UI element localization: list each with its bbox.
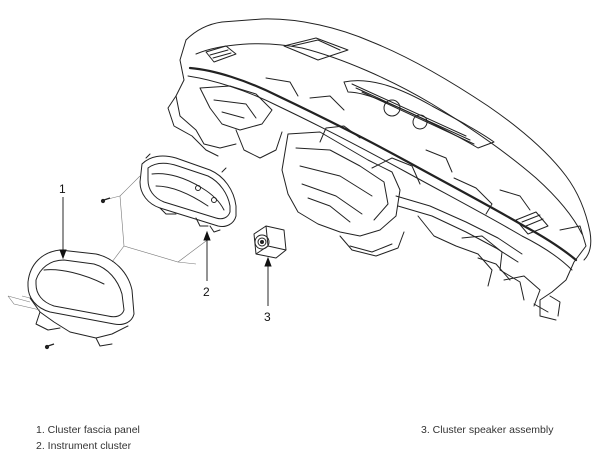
legend-item-instrument-cluster: 2. Instrument cluster: [36, 440, 132, 452]
cluster-guide-lines: [103, 175, 211, 265]
callout-3: 3: [264, 310, 271, 324]
exploded-parts-diagram: 1 2 3: [7, 18, 592, 350]
cluster-speaker-assembly: [253, 225, 287, 259]
fascia-guide-lines: [7, 295, 41, 311]
dashboard-assembly: [167, 18, 592, 321]
screw-icon: [100, 197, 111, 204]
callout-2: 2: [203, 285, 210, 299]
callout-1: 1: [59, 182, 66, 196]
callout-leaders: [59, 197, 272, 306]
screw-icon: [44, 343, 55, 350]
legend-item-cluster-fascia-panel: 1. Cluster fascia panel: [36, 424, 140, 436]
legend-item-cluster-speaker-assembly: 3. Cluster speaker assembly: [421, 424, 554, 436]
instrument-cluster: [139, 153, 237, 233]
cluster-fascia-panel: [27, 249, 135, 347]
